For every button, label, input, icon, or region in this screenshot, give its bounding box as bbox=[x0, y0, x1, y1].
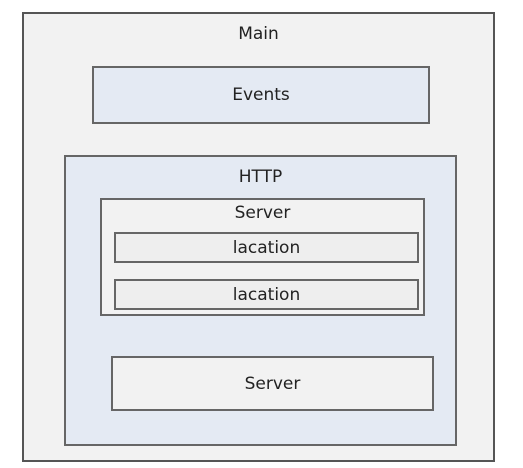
server-block-with-locations: Server lacation lacation bbox=[100, 198, 425, 316]
server-label: Server bbox=[234, 203, 291, 223]
main-block: Main Events HTTP Server lacation lacatio… bbox=[22, 12, 495, 462]
location-block: lacation bbox=[114, 279, 419, 310]
main-label: Main bbox=[238, 24, 279, 44]
server-block: Server bbox=[111, 356, 434, 411]
location-label: lacation bbox=[232, 284, 301, 305]
http-block: HTTP Server lacation lacation Server bbox=[64, 155, 457, 446]
location-block: lacation bbox=[114, 232, 419, 263]
http-label: HTTP bbox=[238, 167, 283, 187]
location-label: lacation bbox=[232, 237, 301, 258]
server-label: Server bbox=[244, 373, 301, 394]
events-label: Events bbox=[232, 85, 290, 105]
events-block: Events bbox=[92, 66, 430, 124]
